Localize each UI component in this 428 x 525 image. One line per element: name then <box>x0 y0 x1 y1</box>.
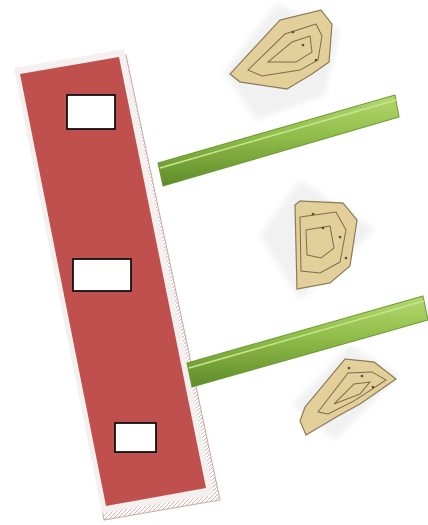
piece-middle-body <box>294 200 358 290</box>
piece-bottom-contour-inner <box>333 381 372 405</box>
piece-bottom-contour-outer <box>317 371 387 415</box>
rod-upper <box>157 94 400 187</box>
piece-middle-contour-inner <box>305 225 335 259</box>
rod-lower <box>186 295 428 388</box>
slot-bottom <box>114 422 157 453</box>
piece-bottom <box>292 345 400 440</box>
piece-top-body <box>229 9 333 90</box>
piece-middle <box>260 180 375 300</box>
piece-bottom-body <box>299 358 398 436</box>
piece-middle-contour-outer <box>299 211 347 274</box>
slot-top <box>66 94 116 130</box>
slot-middle <box>72 258 132 292</box>
piece-top-contour-inner <box>266 35 313 63</box>
piece-top <box>224 4 340 120</box>
piece-top-contour-outer <box>247 23 323 77</box>
